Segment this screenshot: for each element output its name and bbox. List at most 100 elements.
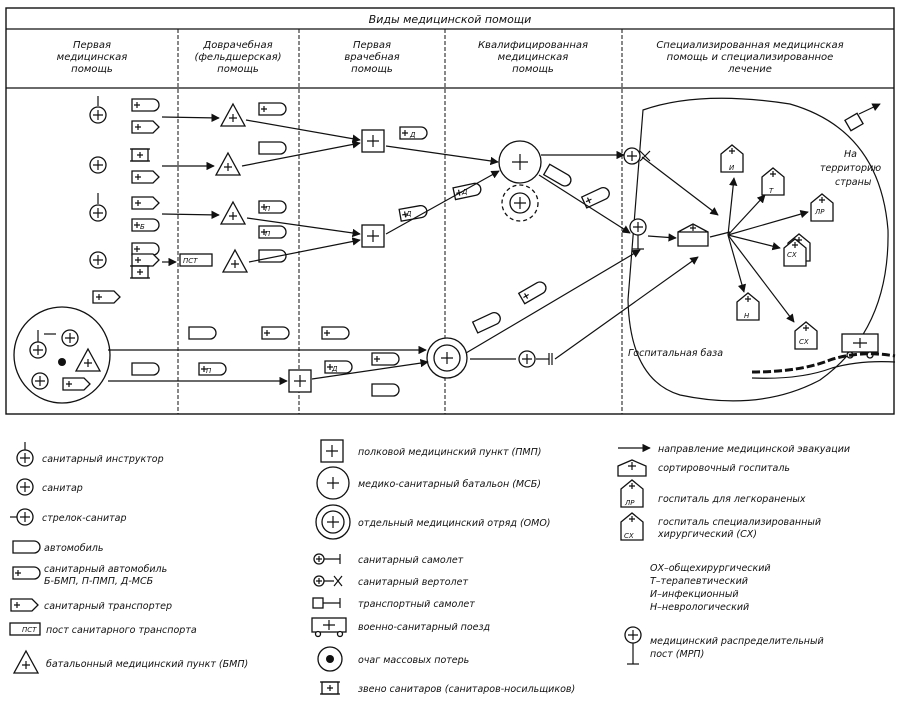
svg-text:страны: страны <box>835 177 872 188</box>
mass-casualty-area <box>13 306 111 404</box>
svg-text:Госпитальная база: Госпитальная база <box>628 348 723 359</box>
car-icon <box>258 141 287 155</box>
svg-text:Первая: Первая <box>353 40 391 51</box>
carrier-icon <box>10 598 39 612</box>
svg-text:Б: Б <box>140 223 145 231</box>
legend-arrow: направление медицинской эвакуации <box>618 443 850 455</box>
svg-text:Д: Д <box>409 131 416 139</box>
svg-text:госпиталь специализированный: госпиталь специализированный <box>658 517 821 528</box>
rifleman-icon <box>16 508 34 526</box>
pmp-icon <box>361 129 385 153</box>
svg-text:ЛР: ЛР <box>814 208 825 216</box>
legend-post: ПСТ пост санитарного транспорта <box>9 622 197 636</box>
svg-text:транспортный самолет: транспортный самолет <box>358 599 475 610</box>
legend-car: автомобиль <box>12 540 103 554</box>
svg-text:сортировочный госпиталь: сортировочный госпиталь <box>658 463 790 474</box>
team-icon <box>129 148 151 162</box>
plane-icon <box>518 350 536 368</box>
instructor-icon <box>89 204 107 222</box>
instructor-icon <box>16 449 34 467</box>
svg-text:СХ: СХ <box>624 532 634 540</box>
svg-text:направление медицинской эвакуа: направление медицинской эвакуации <box>658 444 850 455</box>
bmp-icon <box>220 201 246 225</box>
legend-sort-hospital: сортировочный госпиталь <box>617 459 790 477</box>
svg-text:звено санитаров (санитаров-нос: звено санитаров (санитаров-носильщиков) <box>358 684 575 695</box>
svg-text:И–инфекционный: И–инфекционный <box>650 589 739 600</box>
svg-text:очаг массовых потерь: очаг массовых потерь <box>358 655 469 666</box>
svg-text:хирургический (СХ): хирургический (СХ) <box>657 529 757 540</box>
svg-text:помощь: помощь <box>351 64 393 75</box>
svg-text:СХ: СХ <box>799 338 809 346</box>
svg-text:медицинская: медицинская <box>498 52 569 63</box>
svg-text:Т–терапевтический: Т–терапевтический <box>650 576 748 587</box>
helicopter-icon <box>623 147 641 165</box>
pmp-icon <box>361 224 385 248</box>
legend-sx-hospital: СХ госпиталь специализированный хирургич… <box>620 512 821 541</box>
orderly-icon <box>89 156 107 174</box>
orderly-icon <box>89 251 107 269</box>
legend: санитарный инструктор санитар стрелок-са… <box>9 439 850 695</box>
svg-text:И: И <box>729 164 735 172</box>
legend-ambulance: санитарный автомобиль Б-БМП, П-ПМП, Д-МС… <box>12 564 167 587</box>
svg-text:санитарный инструктор: санитарный инструктор <box>42 454 164 465</box>
ambulance-icon <box>131 98 160 112</box>
svg-text:территорию: территорию <box>820 163 881 174</box>
svg-text:санитарный автомобиль: санитарный автомобиль <box>44 564 167 575</box>
svg-text:П: П <box>206 367 212 375</box>
svg-text:Д: Д <box>405 210 412 218</box>
legend-instructor: санитарный инструктор <box>16 442 164 467</box>
svg-text:Д: Д <box>461 188 468 196</box>
svg-text:полковой медицинский пункт (ПМ: полковой медицинский пункт (ПМП) <box>358 447 541 458</box>
svg-text:санитар: санитар <box>42 483 83 494</box>
ambulance-icon <box>12 566 41 580</box>
svg-text:СХ: СХ <box>787 251 797 259</box>
legend-plane: санитарный самолет <box>313 553 464 566</box>
svg-text:санитарный транспортер: санитарный транспортер <box>44 601 172 612</box>
legend-mass: очаг массовых потерь <box>317 646 469 672</box>
carrier-icon <box>92 290 121 304</box>
pmp-icon <box>288 369 312 393</box>
svg-text:Н: Н <box>744 312 750 320</box>
legend-carrier: санитарный транспортер <box>10 598 172 612</box>
team-icon <box>319 681 341 695</box>
svg-text:стрелок-санитар: стрелок-санитар <box>42 513 127 524</box>
legend-rifleman: стрелок-санитар <box>10 508 127 526</box>
svg-text:пост санитарного транспорта: пост санитарного транспорта <box>46 625 197 636</box>
svg-text:помощь: помощь <box>217 64 259 75</box>
legend-transport-plane: транспортный самолет <box>312 597 475 610</box>
mrp-icon <box>624 626 642 644</box>
svg-text:(фельдшерская): (фельдшерская) <box>194 52 281 63</box>
svg-text:Специализированная медицинская: Специализированная медицинская <box>656 40 843 51</box>
svg-text:медицинский распределительный: медицинский распределительный <box>650 636 824 647</box>
svg-text:Т: Т <box>769 187 774 195</box>
svg-text:ПСТ: ПСТ <box>183 257 198 265</box>
legend-mrp: медицинский распределительный пост (МРП) <box>624 626 824 665</box>
pmp-column: Д Д Д <box>288 126 429 397</box>
legend-train: военно-санитарный поезд <box>311 617 491 638</box>
legend-lr-hospital: ЛР госпиталь для легкораненых <box>620 479 806 508</box>
svg-text:санитарный вертолет: санитарный вертолет <box>358 577 468 588</box>
legend-omo: отдельный медицинский отряд (ОМО) <box>315 504 551 540</box>
column-header-qualified: Квалифицированная медицинская помощь <box>478 40 588 75</box>
post-icon <box>9 622 41 636</box>
transport-plane-icon <box>312 597 324 609</box>
svg-text:ЛР: ЛР <box>624 499 635 507</box>
msb-column: Д <box>426 140 612 379</box>
svg-text:ОХ–общехирургический: ОХ–общехирургический <box>650 563 771 574</box>
column-header-first-medical: Первая врачебная помощь <box>344 40 399 75</box>
svg-text:Доврачебная: Доврачебная <box>202 39 272 51</box>
ambulance-icon <box>258 102 287 116</box>
table-frame <box>5 7 895 415</box>
svg-text:автомобиль: автомобиль <box>44 543 103 554</box>
first-aid-icons: Б <box>13 96 160 404</box>
svg-text:Д: Д <box>331 365 338 373</box>
svg-text:На: На <box>844 149 857 160</box>
svg-text:Квалифицированная: Квалифицированная <box>478 40 588 51</box>
legend-team: звено санитаров (санитаров-носильщиков) <box>319 681 575 695</box>
svg-text:отдельный медицинский отряд (О: отдельный медицинский отряд (ОМО) <box>358 518 551 529</box>
legend-bmp: батальонный медицинский пункт (БМП) <box>13 650 248 674</box>
car-icon <box>12 540 41 554</box>
svg-text:пост (МРП): пост (МРП) <box>650 649 704 660</box>
legend-msb: медико-санитарный батальон (МСБ) <box>316 466 541 500</box>
